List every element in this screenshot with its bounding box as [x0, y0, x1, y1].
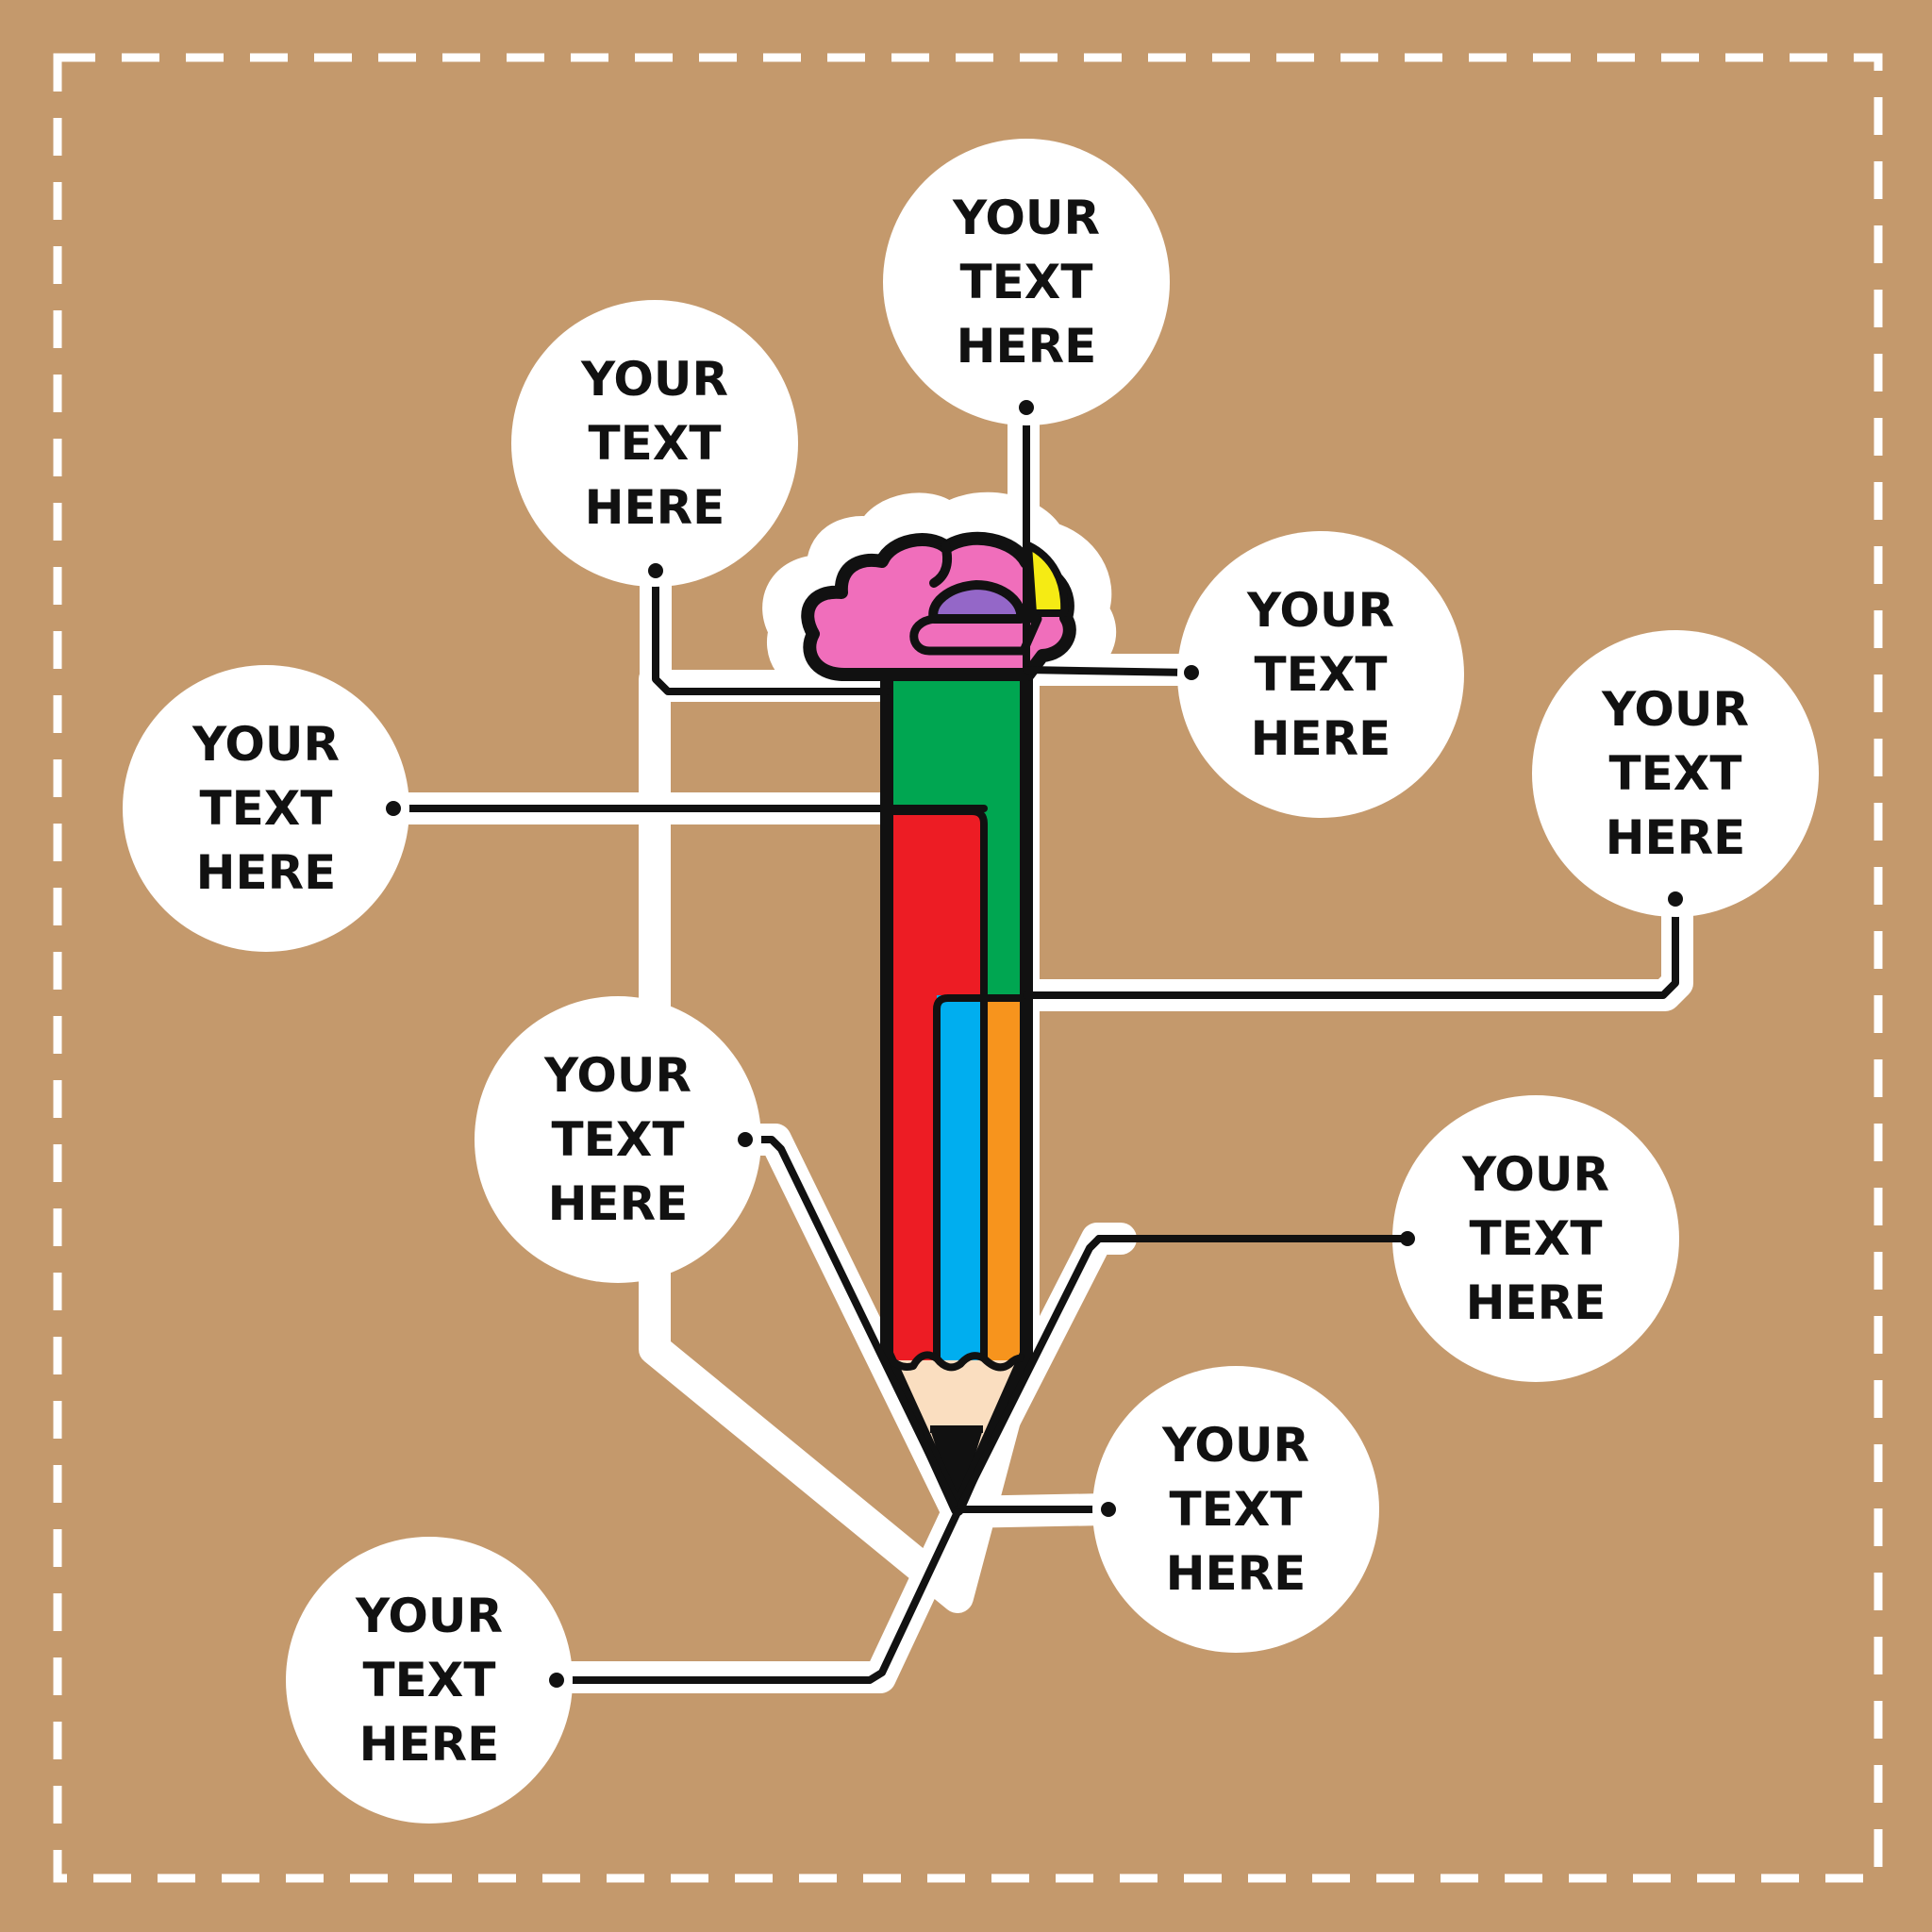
- brain-icon: [801, 531, 1076, 681]
- bubble-top: [883, 139, 1170, 425]
- bubble-bottom-right: [1092, 1366, 1379, 1653]
- dot-far-right: [1668, 891, 1683, 907]
- dot-left: [386, 801, 401, 816]
- dashed-border: [53, 53, 1883, 1883]
- pencil-lead-tip: [930, 1429, 983, 1512]
- bubbles: [123, 139, 1819, 1824]
- bubble-far-right: [1532, 630, 1819, 917]
- bubble-lower-right: [1392, 1095, 1679, 1382]
- bubble-upper-left: [511, 300, 798, 587]
- connector-dots: [386, 400, 1683, 1688]
- dot-bottom-right: [1101, 1502, 1116, 1517]
- bubble-left: [123, 665, 409, 952]
- dot-bottom-left: [549, 1673, 564, 1688]
- pencil-blue-stripe: [937, 995, 984, 1360]
- dot-upper-left: [648, 563, 663, 578]
- bubble-bottom-left: [286, 1537, 573, 1824]
- dot-top: [1019, 400, 1034, 415]
- pencil-orange-stripe: [984, 995, 1024, 1360]
- bubble-upper-right: [1177, 531, 1464, 818]
- bubble-middle-left: [475, 996, 761, 1283]
- connector-lines: [390, 404, 1679, 1684]
- dot-upper-right: [1184, 665, 1199, 680]
- dot-middle-left: [738, 1132, 753, 1147]
